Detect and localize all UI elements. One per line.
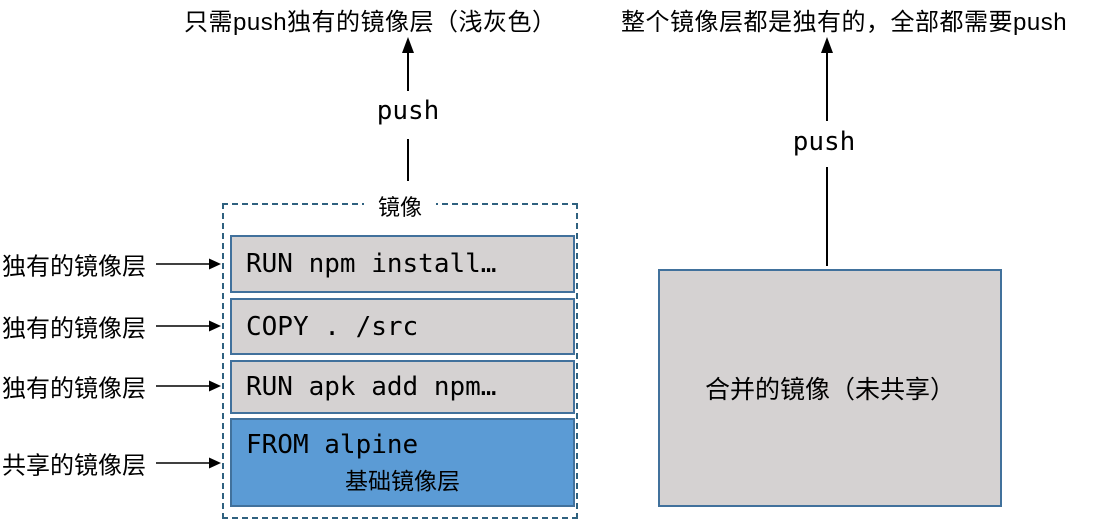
- side-label-unique-1: 独有的镜像层: [2, 253, 146, 281]
- layer-code: COPY . /src: [246, 311, 419, 342]
- merged-image-box: 合并的镜像（未共享）: [658, 269, 1002, 507]
- side-label-unique-3: 独有的镜像层: [2, 375, 146, 403]
- layer-copy-src: COPY . /src: [230, 298, 575, 355]
- side-label-shared: 共享的镜像层: [2, 452, 146, 480]
- base-layer-sublabel: 基础镜像层: [345, 467, 460, 494]
- layer-code: RUN apk add npm…: [246, 372, 497, 402]
- merged-image-label: 合并的镜像（未共享）: [704, 376, 955, 404]
- side-label-arrow-3: [156, 380, 221, 392]
- layer-code: FROM alpine: [246, 429, 419, 460]
- layer-from-alpine-base: FROM alpine 基础镜像层: [230, 418, 575, 507]
- image-dashed-box: 镜像 RUN npm install… COPY . /src RUN apk …: [222, 190, 578, 519]
- image-title: 镜像: [363, 190, 437, 222]
- push-arrow-left: [402, 37, 414, 181]
- caption-push-whole-image: 整个镜像层都是独有的，全部都需要push: [621, 9, 1068, 36]
- caption-push-unique-layers: 只需push独有的镜像层（浅灰色）: [184, 9, 557, 36]
- side-label-arrow-2: [156, 320, 221, 332]
- side-label-arrow-1: [156, 258, 221, 270]
- side-label-arrow-4: [156, 457, 221, 469]
- push-arrow-right: [821, 37, 833, 266]
- layer-code: RUN npm install…: [246, 249, 497, 279]
- layer-run-npm-install: RUN npm install…: [230, 235, 575, 293]
- side-label-unique-2: 独有的镜像层: [2, 315, 146, 343]
- layer-run-apk-add: RUN apk add npm…: [230, 360, 575, 414]
- push-label-right: push: [792, 127, 856, 157]
- push-label-left: push: [376, 96, 440, 126]
